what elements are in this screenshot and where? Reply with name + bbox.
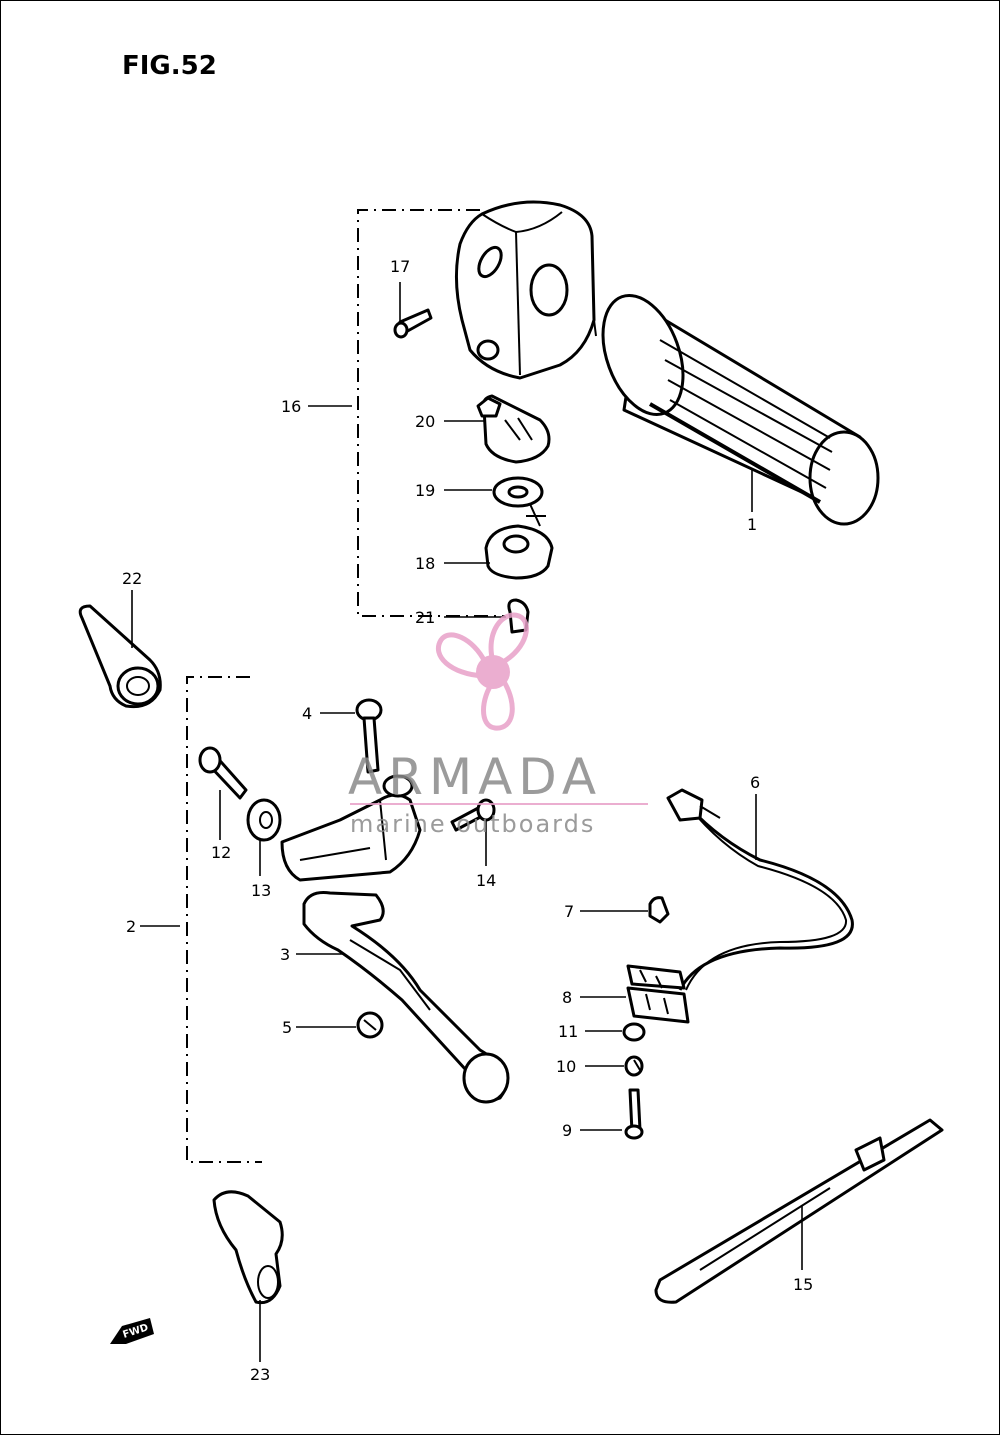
callout-4: 4 <box>302 704 312 723</box>
screw-9-part <box>624 1088 644 1140</box>
callout-2: 2 <box>126 917 136 936</box>
cover-22-part <box>78 604 162 709</box>
cable-tie-15-part <box>654 1118 944 1304</box>
nut-5-part <box>356 1011 384 1039</box>
callout-12: 12 <box>211 843 231 862</box>
forward-direction-arrow-icon: FWD <box>110 1318 154 1344</box>
callout-1: 1 <box>747 515 757 534</box>
watermark-tagline: marine outboards <box>350 810 595 838</box>
callout-16: 16 <box>281 397 301 416</box>
callout-6: 6 <box>750 773 760 792</box>
callout-3: 3 <box>280 945 290 964</box>
callout-20: 20 <box>415 412 435 431</box>
callout-22: 22 <box>122 569 142 588</box>
bracket-16 <box>357 209 505 617</box>
callout-21: 21 <box>415 608 435 627</box>
lever-holder-part <box>280 774 422 882</box>
clip-7-part <box>648 896 670 924</box>
callout-19: 19 <box>415 481 435 500</box>
callout-8: 8 <box>562 988 572 1007</box>
wire-6-part <box>666 788 854 991</box>
callout-14: 14 <box>476 871 496 890</box>
switch-housing-part <box>454 200 597 380</box>
figure-title: FIG.52 <box>122 51 217 81</box>
lever-3-part <box>302 891 510 1104</box>
bolt-4-part <box>355 698 383 774</box>
screw-17-part <box>393 308 433 339</box>
callout-11: 11 <box>558 1022 578 1041</box>
watermark: ARMADA marine outboards <box>348 612 648 838</box>
callout-7: 7 <box>564 902 574 921</box>
callout-17: 17 <box>390 257 410 276</box>
callout-labels: 17 16 20 19 18 21 1 22 4 12 13 14 2 3 5 … <box>122 257 813 1384</box>
callout-10: 10 <box>556 1057 576 1076</box>
washer-19-part <box>492 476 544 508</box>
callout-23: 23 <box>250 1365 270 1384</box>
nut-13-part <box>246 798 282 842</box>
bolt-12-part <box>198 746 248 800</box>
callout-9: 9 <box>562 1121 572 1140</box>
washer-10-part <box>624 1055 644 1077</box>
grip-part <box>601 293 880 526</box>
cover-23-part <box>212 1190 284 1305</box>
callout-18: 18 <box>415 554 435 573</box>
callout-13: 13 <box>251 881 271 900</box>
watermark-brand: ARMADA <box>348 748 602 806</box>
switch-8-part <box>626 964 690 1024</box>
callout-15: 15 <box>793 1275 813 1294</box>
leader-lines <box>131 282 803 1362</box>
switch-part-20 <box>476 394 551 464</box>
bracket-2 <box>186 676 262 1163</box>
switch-part-18 <box>484 503 554 580</box>
propeller-icon <box>436 612 529 731</box>
callout-5: 5 <box>282 1018 292 1037</box>
washer-11-part <box>622 1022 646 1042</box>
